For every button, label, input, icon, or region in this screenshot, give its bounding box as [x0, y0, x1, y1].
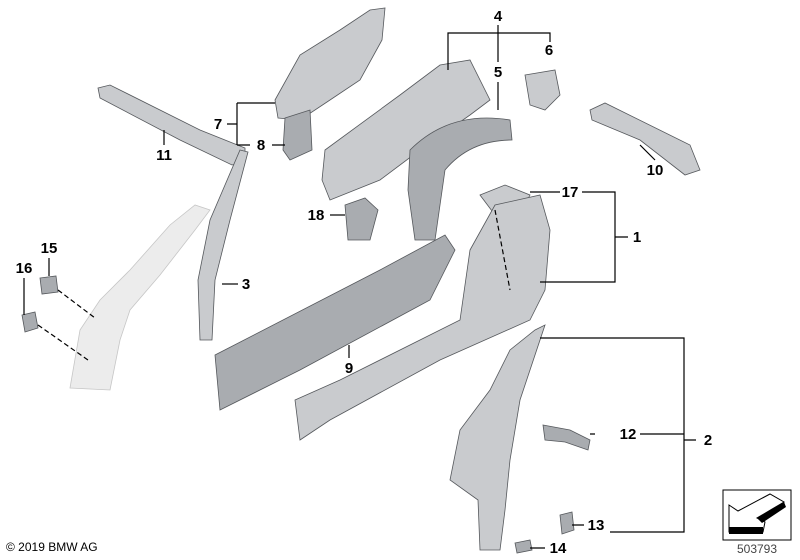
- label-18: 18: [308, 207, 325, 224]
- part-10-rail: [589, 102, 701, 176]
- label-10: 10: [647, 162, 664, 179]
- label-6: 6: [545, 42, 553, 59]
- label-17: 17: [562, 184, 579, 201]
- leader-lines: [23, 25, 696, 549]
- part-7-inner-panel: [274, 7, 386, 121]
- label-14: 14: [550, 540, 567, 557]
- part-16-clip: [21, 311, 39, 333]
- arrow-left-down-icon: [722, 489, 792, 541]
- part-2-b-pillar: [449, 324, 546, 551]
- part-6-bracket: [524, 69, 561, 111]
- part-12-bracket: [542, 424, 591, 451]
- part-9-sill: [214, 234, 456, 411]
- label-12: 12: [620, 426, 637, 443]
- label-2: 2: [704, 432, 712, 449]
- part-13-bracket: [559, 511, 575, 535]
- label-1: 1: [633, 229, 641, 246]
- part-5-wheel-arch: [407, 117, 513, 241]
- label-15: 15: [41, 240, 58, 257]
- label-8: 8: [257, 137, 265, 154]
- part-14-bracket: [514, 539, 533, 554]
- label-3: 3: [242, 276, 250, 293]
- ghost-body-side: [69, 204, 211, 391]
- part-3-pillar: [197, 149, 249, 341]
- copyright: © 2019 BMW AG: [6, 540, 98, 554]
- part-15-clip: [39, 275, 59, 295]
- label-9: 9: [345, 360, 353, 377]
- diagram-code: 503793: [736, 542, 778, 556]
- part-8-bracket: [282, 109, 313, 161]
- label-7: 7: [214, 116, 222, 133]
- label-11: 11: [156, 147, 172, 164]
- part-18-bracket: [344, 197, 379, 241]
- label-5: 5: [494, 64, 502, 81]
- label-16: 16: [16, 260, 33, 277]
- part-1-side-frame: [294, 194, 551, 441]
- part-4-wheelhouse-inner: [321, 59, 491, 201]
- label-4: 4: [494, 8, 503, 25]
- label-13: 13: [588, 517, 605, 534]
